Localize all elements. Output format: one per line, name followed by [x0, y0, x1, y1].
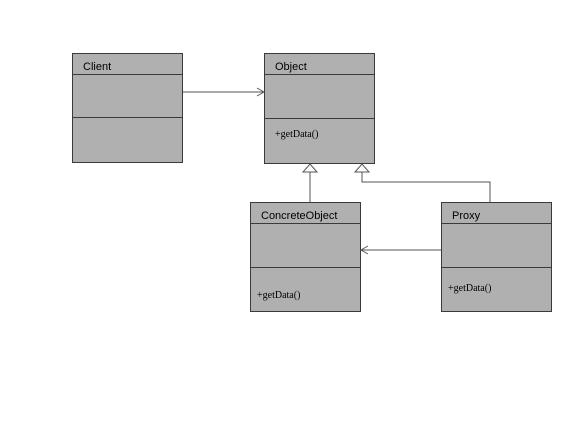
class-object-name: Object — [275, 61, 307, 73]
edge-concrete-to-object-triangle — [301, 163, 319, 173]
class-proxy-name: Proxy — [452, 210, 481, 222]
class-object-name-compartment: Object — [265, 54, 374, 75]
class-client[interactable]: Client — [72, 53, 183, 163]
class-concrete-object-name: ConcreteObject — [261, 210, 338, 222]
class-client-operations-compartment — [73, 118, 182, 162]
edge-proxy-to-object-triangle — [353, 163, 371, 173]
class-client-name: Client — [83, 61, 112, 73]
class-proxy-attributes-compartment — [442, 224, 551, 268]
class-proxy[interactable]: Proxy +getData() — [441, 202, 552, 312]
class-object-attributes-compartment — [265, 75, 374, 119]
class-proxy-name-compartment: Proxy — [442, 203, 551, 224]
edge-proxy-to-object — [361, 172, 491, 202]
class-client-name-compartment: Client — [73, 54, 182, 75]
class-concrete-object[interactable]: ConcreteObject +getData() — [250, 202, 361, 312]
class-proxy-operation: +getData() — [448, 283, 492, 294]
edge-proxy-to-concrete-arrowhead — [359, 245, 369, 255]
class-concrete-object-operation: +getData() — [257, 290, 301, 301]
class-concrete-object-operations-compartment: +getData() — [251, 268, 360, 311]
class-concrete-object-attributes-compartment — [251, 224, 360, 268]
class-concrete-object-name-compartment: ConcreteObject — [251, 203, 360, 224]
class-proxy-operations-compartment: +getData() — [442, 268, 551, 311]
class-object[interactable]: Object +getData() — [264, 53, 375, 164]
edge-client-to-object-arrowhead — [256, 87, 266, 97]
class-object-operation: +getData() — [275, 129, 319, 140]
class-object-operations-compartment: +getData() — [265, 119, 374, 163]
class-client-attributes-compartment — [73, 75, 182, 118]
